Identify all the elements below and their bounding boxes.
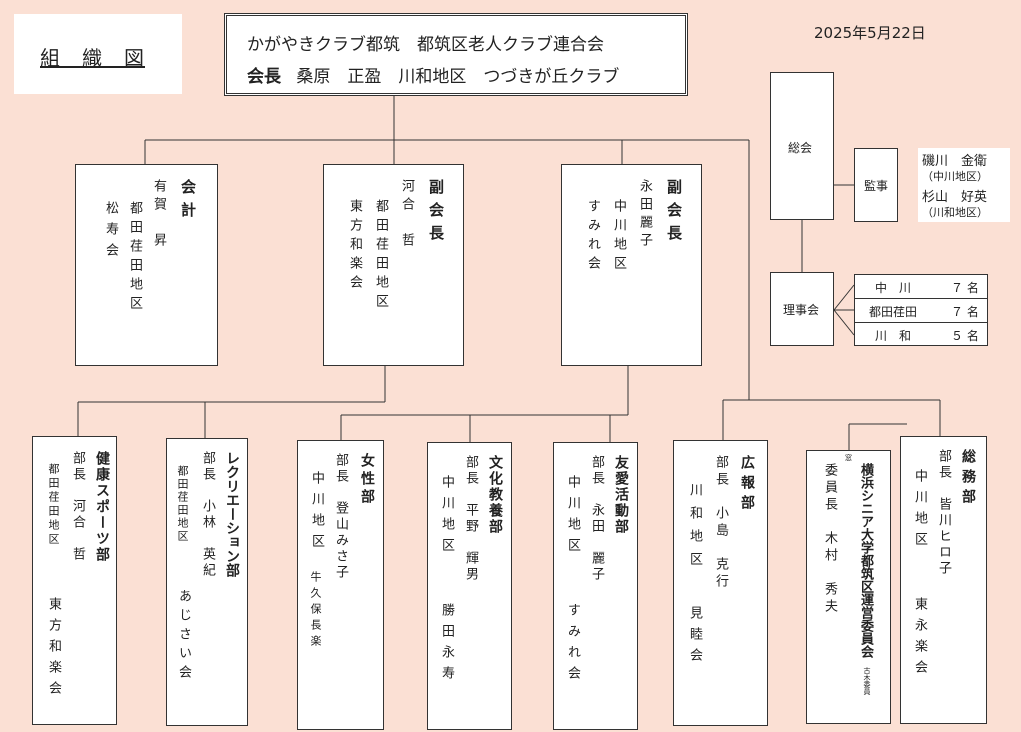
council-area: 川 和 [875, 329, 912, 343]
council-count: ７ 名 [951, 305, 979, 319]
officer-box-vice-president-2: 副会長 永田麗子 中川地区 すみれ会 [561, 164, 702, 366]
dept-title: 総務部 [960, 449, 976, 509]
council-row: 川 和 ５ 名 [855, 323, 987, 345]
dept-club: 勝田永寿 [439, 603, 454, 687]
officer-club: すみれ会 [585, 199, 600, 275]
dept-box-general-affairs: 総務部 部長 皆川ヒロ子 中川地区 東永楽会 [900, 436, 987, 724]
dept-area: 中川地区 [439, 475, 454, 559]
dept-box-culture: 文化教養部 部長 平野 輝男 中川地区 勝田永寿 [427, 442, 512, 730]
dept-title: レクリエーション部 [224, 451, 240, 577]
dept-club: あじさい会 [176, 589, 191, 684]
dept-box-senior-university: 窓 横浜シニア大学都筑区運営委員会 委員長 木村 秀夫 古木委員 [806, 450, 891, 724]
council-row: 都田荏田 ７ 名 [855, 299, 987, 323]
officer-club: 松寿会 [103, 201, 118, 264]
officer-title: 会計 [179, 179, 197, 225]
kanji-label: 監事 [864, 179, 889, 193]
dept-title: 広報部 [739, 455, 755, 515]
dept-club: 東方和楽会 [46, 597, 61, 702]
dept-box-friendship: 友愛活動部 部長 永田 麗子 中川地区 すみれ会 [553, 442, 638, 730]
dept-title: 健康スポーツ部 [94, 451, 110, 563]
page-title: 組 織 図 [40, 46, 145, 70]
dept-box-women: 女性部 部長 登山みさ子 中川地区 牛久保長楽 [297, 440, 384, 730]
dept-role: 部長 河合 哲 [70, 451, 85, 563]
council-count: ５ 名 [951, 329, 979, 343]
dept-area: 中川地区 [309, 471, 324, 555]
council-table: 中 川 ７ 名 都田荏田 ７ 名 川 和 ５ 名 [854, 274, 988, 346]
council-area: 都田荏田 [869, 305, 918, 319]
dept-club: すみれ会 [565, 603, 580, 687]
kanji-box: 監事 [854, 148, 898, 222]
dept-title: 文化教養部 [487, 455, 503, 535]
council-row: 中 川 ７ 名 [855, 275, 987, 299]
officer-title: 副会長 [427, 179, 445, 248]
dept-area: 川和地区 [687, 483, 702, 575]
auditor-2-area: （川和地区） [922, 206, 988, 219]
council-count: ７ 名 [951, 281, 979, 295]
soukai-box: 総会 [770, 72, 834, 220]
auditor-1-area: （中川地区） [922, 170, 988, 183]
dept-role: 部長 登山みさ子 [333, 453, 348, 581]
officer-name: 永田麗子 [637, 179, 652, 251]
auditor-2-name: 杉山 好英 [922, 190, 988, 205]
date-label: 2025年5月22日 [814, 24, 926, 42]
dept-role: 部長 平野 輝男 [463, 455, 478, 583]
header-line1: かがやきクラブ都筑 都筑区老人クラブ連合会 [247, 35, 604, 55]
dept-box-health-sports: 健康スポーツ部 部長 河合 哲 都田荏田地区 東方和楽会 [32, 436, 117, 725]
dept-area: 中川地区 [912, 469, 927, 553]
dept-area: 中川地区 [565, 475, 580, 559]
rijikai-box: 理事会 [770, 272, 834, 346]
rijikai-label: 理事会 [783, 303, 820, 317]
auditors-box: 磯川 金衛 （中川地区） 杉山 好英 （川和地区） [918, 148, 1010, 222]
title-box: 組 織 図 [14, 14, 182, 94]
dept-area: 都田荏田地区 [47, 463, 60, 547]
committee-bottom-note: 古木委員 [863, 667, 871, 695]
dept-role: 部長 小林 英紀 [200, 451, 215, 579]
header-box: かがやきクラブ都筑 都筑区老人クラブ連合会 会長 桑原 正盈 川和地区 つづきが… [224, 13, 688, 96]
committee-top-note: 窓 [845, 454, 852, 462]
officer-area: 都田荏田地区 [373, 199, 388, 313]
dept-club: 牛久保長楽 [309, 571, 322, 651]
president-role: 会長 [247, 67, 281, 87]
president-name: 桑原 正盈 川和地区 つづきが丘クラブ [296, 67, 620, 87]
dept-title: 横浜シニア大学都筑区運営委員会 [858, 463, 873, 658]
dept-role: 部長 小島 克行 [713, 455, 728, 591]
dept-area: 都田荏田地区 [176, 465, 189, 543]
dept-club: 見睦会 [687, 606, 702, 669]
dept-role: 委員長 木村 秀夫 [822, 463, 837, 616]
officer-box-treasurer: 会計 有賀 昇 都田荏田地区 松寿会 [75, 164, 218, 366]
dept-box-recreation: レクリエーション部 部長 小林 英紀 都田荏田地区 あじさい会 [166, 438, 248, 726]
officer-area: 中川地区 [611, 199, 626, 275]
officer-title: 副会長 [665, 179, 683, 248]
dept-role: 部長 皆川ヒロ子 [936, 449, 951, 577]
officer-name: 有賀 昇 [151, 179, 166, 251]
soukai-label: 総会 [788, 141, 813, 155]
dept-box-pr: 広報部 部長 小島 克行 川和地区 見睦会 [673, 440, 768, 726]
officer-box-vice-president-1: 副会長 河合 哲 都田荏田地区 東方和楽会 [323, 164, 464, 366]
auditor-1-name: 磯川 金衛 [922, 154, 988, 169]
dept-title: 女性部 [359, 453, 375, 507]
header-line2: 会長 桑原 正盈 川和地区 つづきが丘クラブ [247, 62, 619, 87]
council-area: 中 川 [875, 281, 912, 295]
officer-name: 河合 哲 [399, 179, 414, 251]
officer-club: 東方和楽会 [347, 199, 362, 294]
dept-role: 部長 永田 麗子 [589, 455, 604, 583]
dept-title: 友愛活動部 [613, 455, 629, 535]
officer-area: 都田荏田地区 [127, 201, 142, 315]
dept-club: 東永楽会 [912, 597, 927, 681]
